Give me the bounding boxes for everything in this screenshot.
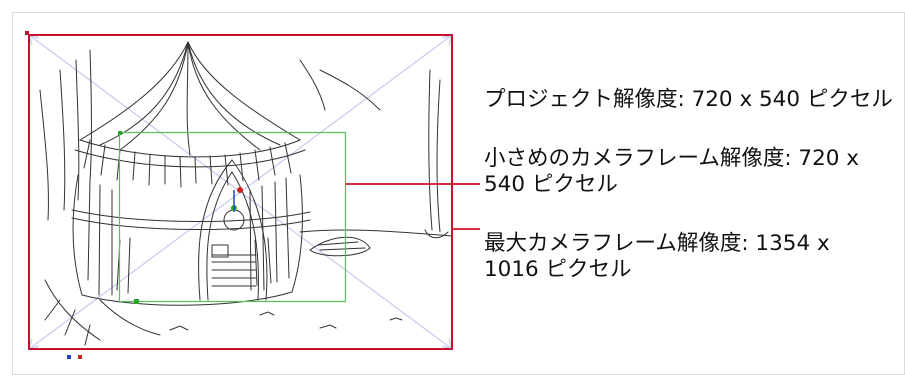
max-camera-frame — [28, 34, 453, 350]
max-frame-corner-handle — [25, 31, 29, 35]
marker-red — [78, 355, 82, 359]
camera-pivot-icon — [231, 187, 243, 212]
sketch-hut-drawing — [39, 41, 453, 346]
label-smaller-camera-frame: 小さめのカメラフレーム解像度: 720 x 540 ピクセル — [484, 146, 860, 197]
label-project-resolution: プロジェクト解像度: 720 x 540 ピクセル — [484, 87, 893, 112]
small-frame-corner-handle — [118, 131, 122, 135]
small-frame-bottom-handle — [134, 299, 139, 304]
small-camera-frame — [118, 131, 347, 303]
marker-blue — [67, 355, 71, 359]
label-max-camera-frame: 最大カメラフレーム解像度: 1354 x 1016 ピクセル — [484, 231, 830, 282]
